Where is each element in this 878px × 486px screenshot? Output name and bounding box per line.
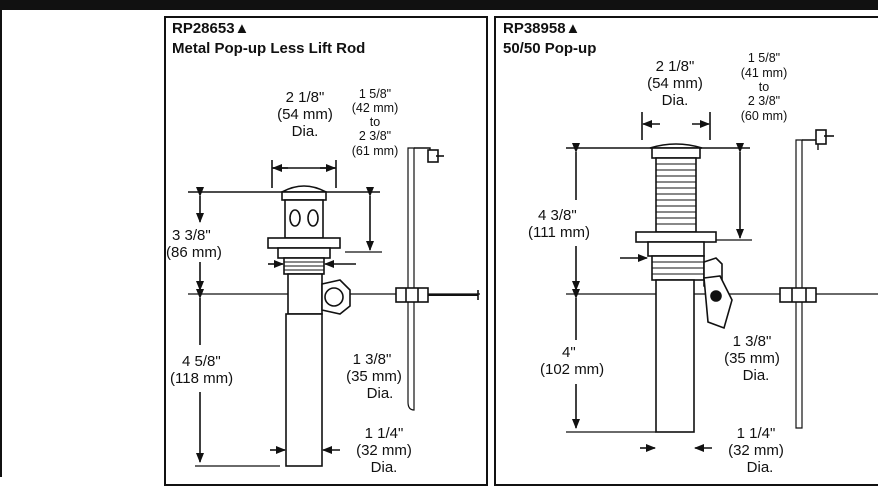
dimension-label: to [759,80,769,94]
right-range-dim: 1 5/8" (41 mm) to 2 3/8" (60 mm) [741,51,788,123]
left-thread-dim: 1 3/8" (35 mm) Dia. [346,351,402,402]
dimension-label: Dia. [367,385,394,402]
dimension-label: 1 5/8" [359,87,391,101]
dimension-label: 4" [562,344,576,361]
dimension-label: 1 3/8" [733,333,772,350]
dimension-label: 4 3/8" [538,207,577,224]
dimension-label: (111 mm) [528,224,590,241]
left-title: Metal Pop-up Less Lift Rod [172,40,366,57]
dimension-label: Dia. [747,459,774,476]
right-title: 50/50 Pop-up [503,40,597,57]
dimension-label: to [370,115,380,129]
dimension-label: (102 mm) [540,361,604,378]
right-tail-dim: 1 1/4" (32 mm) Dia. [728,425,784,476]
dimension-label: (32 mm) [356,442,412,459]
dimension-label: (41 mm) [741,66,788,80]
left-part-number: RP28653▲ [172,20,250,37]
left-tail-dim: 1 1/4" (32 mm) Dia. [356,425,412,476]
left-height-top-dim: 3 3/8" (86 mm) [166,227,222,261]
dimension-label: 2 1/8" [286,89,325,106]
right-part-number: RP38958▲ [503,20,581,37]
right-height-top-dim: 4 3/8" (111 mm) [528,207,590,241]
dimension-label: 1 3/8" [353,351,392,368]
dimension-label: 2 1/8" [656,58,695,75]
dimension-label: Dia. [662,92,689,109]
dimension-label: 4 5/8" [182,353,221,370]
dimension-label: Dia. [743,367,770,384]
dimension-label: (32 mm) [728,442,784,459]
dimension-label: (118 mm) [170,370,233,387]
right-drain-drawing [566,112,878,452]
left-range-dim: 1 5/8" (42 mm) to 2 3/8" (61 mm) [352,87,399,158]
dimension-label: Dia. [292,123,319,140]
dimension-label: Dia. [371,459,398,476]
dimension-label: 1 5/8" [748,51,780,65]
dimension-label: (42 mm) [352,101,399,115]
left-drain-drawing [188,147,480,467]
dimension-label: (86 mm) [166,244,222,261]
dimension-label: 2 3/8" [359,129,391,143]
right-flange-dim: 2 1/8" (54 mm) Dia. [647,58,703,109]
dimension-label: (35 mm) [724,350,780,367]
dimension-label: (35 mm) [346,368,402,385]
dimension-label: (60 mm) [741,109,788,123]
top-border-bar [0,0,878,10]
left-height-bottom-dim: 4 5/8" (118 mm) [170,353,233,387]
dimension-label: 3 3/8" [172,227,211,244]
dimension-label: (54 mm) [647,75,703,92]
left-flange-dim: 2 1/8" (54 mm) Dia. [277,89,333,140]
right-height-bottom-dim: 4" (102 mm) [540,344,604,378]
dimension-label: 1 1/4" [365,425,404,442]
dimension-label: (61 mm) [352,144,399,158]
dimension-label: (54 mm) [277,106,333,123]
left-border-line [0,10,2,477]
right-thread-dim: 1 3/8" (35 mm) Dia. [724,333,780,384]
dimension-label: 2 3/8" [748,94,780,108]
dimension-label: 1 1/4" [737,425,776,442]
